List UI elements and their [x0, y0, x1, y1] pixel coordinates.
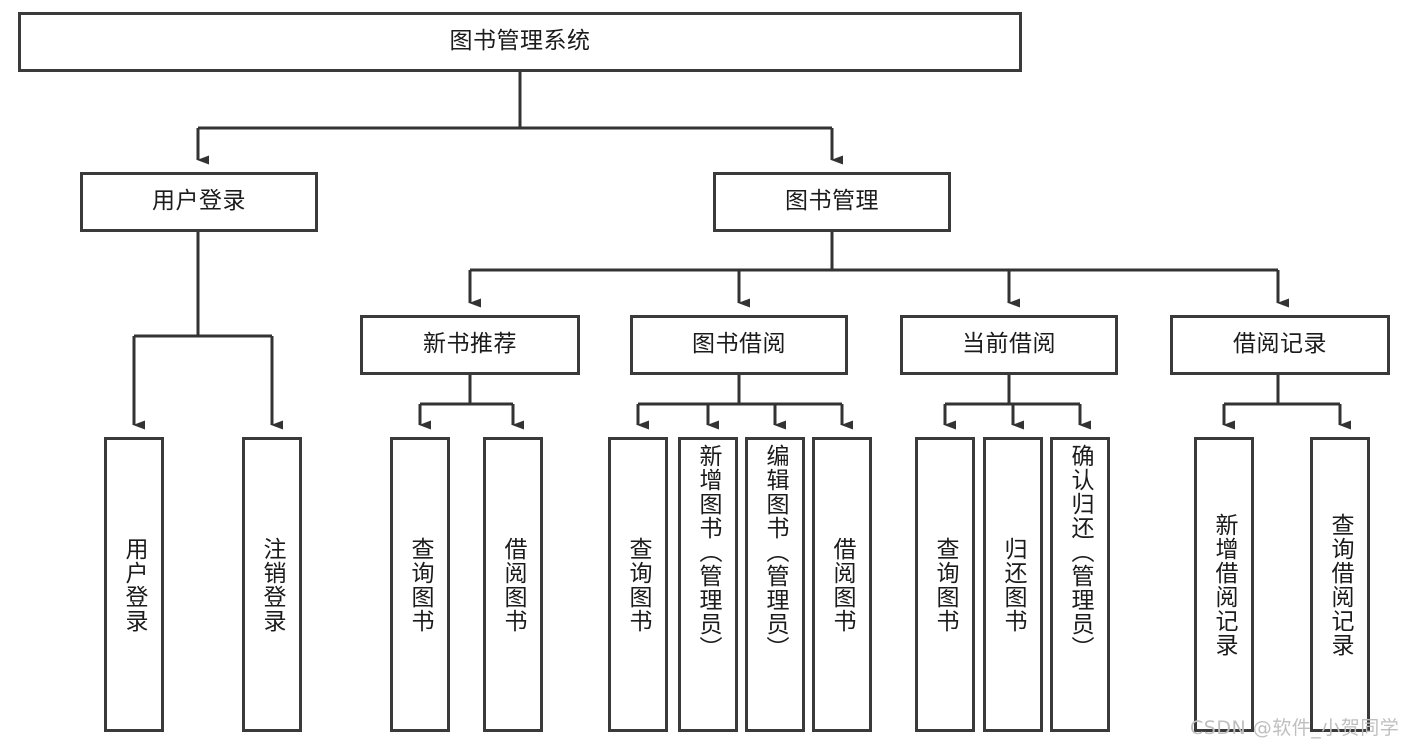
node-book-borrow[interactable]: 图书借阅: [630, 315, 848, 375]
node-user-login[interactable]: 用户登录: [80, 172, 318, 232]
leaf-borrow-book[interactable]: 借阅图书: [812, 437, 872, 732]
node-label: 借阅图书: [829, 536, 856, 633]
leaf-logout[interactable]: 注销登录: [242, 437, 302, 732]
node-label: 新书推荐: [423, 331, 517, 358]
node-book-management[interactable]: 图书管理: [713, 172, 951, 232]
node-new-book-recommend[interactable]: 新书推荐: [360, 315, 580, 375]
node-label: 当前借阅: [962, 331, 1056, 358]
csdn-watermark: CSDN @软件_小贺同学: [1190, 717, 1400, 739]
node-label: 归还图书: [1000, 536, 1027, 633]
node-label: 查询借阅记录: [1327, 512, 1354, 657]
leaf-user-login[interactable]: 用户登录: [104, 437, 164, 732]
node-label: 查询图书: [932, 536, 959, 633]
node-label: 编辑图书（管理员）: [762, 444, 789, 660]
node-root-book-management-system[interactable]: 图书管理系统: [18, 12, 1022, 72]
node-label: 图书管理系统: [449, 28, 591, 55]
leaf-borrow-book-recommend[interactable]: 借阅图书: [483, 437, 543, 732]
leaf-confirm-return-admin[interactable]: 确认归还（管理员）: [1050, 437, 1110, 732]
node-label: 用户登录: [152, 188, 246, 215]
node-label: 借阅记录: [1233, 331, 1327, 358]
leaf-add-book-admin[interactable]: 新增图书（管理员）: [678, 437, 738, 732]
node-label: 确认归还（管理员）: [1067, 444, 1094, 660]
leaf-query-borrow-record[interactable]: 查询借阅记录: [1310, 437, 1370, 732]
node-label: 图书管理: [785, 188, 879, 215]
leaf-query-book-recommend[interactable]: 查询图书: [390, 437, 450, 732]
node-borrow-record[interactable]: 借阅记录: [1170, 315, 1390, 375]
node-label: 查询图书: [625, 536, 652, 633]
node-label: 新增借阅记录: [1211, 512, 1238, 657]
node-label: 图书借阅: [692, 331, 786, 358]
leaf-query-book-borrow[interactable]: 查询图书: [608, 437, 668, 732]
leaf-return-book[interactable]: 归还图书: [983, 437, 1043, 732]
node-current-borrow[interactable]: 当前借阅: [900, 315, 1118, 375]
node-label: 新增图书（管理员）: [695, 444, 722, 660]
leaf-query-book-current[interactable]: 查询图书: [915, 437, 975, 732]
node-label: 查询图书: [407, 536, 434, 633]
leaf-add-borrow-record[interactable]: 新增借阅记录: [1194, 437, 1254, 732]
leaf-edit-book-admin[interactable]: 编辑图书（管理员）: [745, 437, 805, 732]
node-label: 借阅图书: [500, 536, 527, 633]
node-label: 注销登录: [259, 536, 286, 633]
node-label: 用户登录: [121, 536, 148, 633]
